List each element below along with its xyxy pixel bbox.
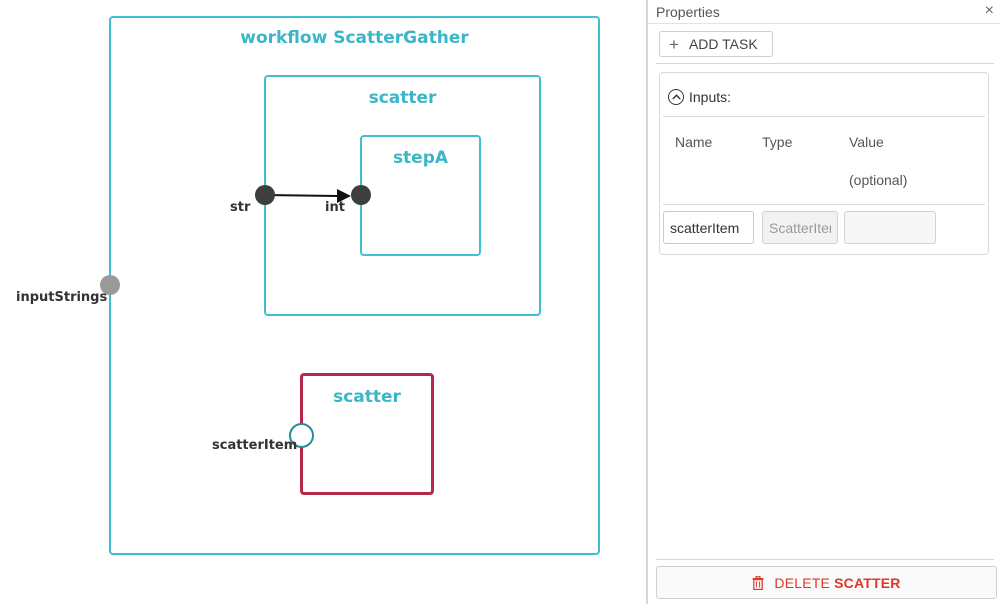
inputs-label: Inputs:	[689, 89, 732, 105]
workflow-canvas[interactable]: workflow ScatterGather scatter stepA sca…	[0, 0, 646, 604]
input-type-field	[762, 211, 838, 244]
delete-scatter-button[interactable]: DELETE SCATTER	[656, 566, 997, 599]
delete-label-prefix: DELETE	[774, 574, 831, 591]
inputs-header[interactable]: Inputs:	[668, 89, 731, 105]
properties-panel: Properties × + ADD TASK Inputs: Name Typ…	[646, 0, 1000, 604]
delete-label-target: SCATTER	[834, 574, 901, 591]
step-a-title: stepA	[392, 148, 449, 168]
panel-title: Properties	[656, 4, 720, 20]
column-header-type: Type	[762, 134, 793, 150]
scatter-item-port-label: scatterItem	[212, 438, 298, 453]
arrow-head-icon	[337, 189, 351, 203]
str-port-label: str	[230, 200, 251, 215]
input-strings-label: inputStrings	[16, 290, 108, 305]
inputs-row-divider	[663, 204, 985, 205]
divider-bottom	[656, 559, 994, 560]
input-name-field[interactable]	[663, 211, 754, 244]
step-a-node[interactable]: stepA	[360, 135, 481, 256]
edge-layer	[264, 189, 351, 203]
panel-header: Properties ×	[648, 0, 1000, 24]
scatter-node-selected[interactable]: scatter	[300, 373, 434, 495]
scatter-item-port[interactable]	[289, 423, 314, 448]
edge-str-to-int[interactable]	[264, 194, 339, 197]
column-header-value: Value	[849, 134, 884, 150]
divider	[656, 63, 994, 64]
column-header-value-note: (optional)	[849, 172, 908, 188]
collapse-circle-icon[interactable]	[668, 89, 684, 105]
close-icon[interactable]: ×	[984, 2, 994, 19]
inputs-card: Inputs: Name Type Value (optional)	[659, 72, 989, 255]
trash-icon	[752, 575, 764, 590]
column-header-name: Name	[675, 134, 713, 150]
plus-icon: +	[669, 34, 679, 54]
scatter-inner-title: scatter	[333, 387, 401, 407]
input-value-field[interactable]	[844, 211, 936, 244]
inputs-divider	[663, 116, 985, 117]
add-task-label: ADD TASK	[688, 36, 758, 52]
workflow-title: workflow ScatterGather	[240, 28, 469, 48]
input-strings-port[interactable]	[100, 275, 120, 295]
add-task-button[interactable]: + ADD TASK	[659, 31, 773, 57]
int-port[interactable]	[351, 185, 371, 205]
int-port-label: int	[325, 200, 345, 215]
scatter-outer-title: scatter	[368, 88, 437, 108]
str-port[interactable]	[255, 185, 275, 205]
